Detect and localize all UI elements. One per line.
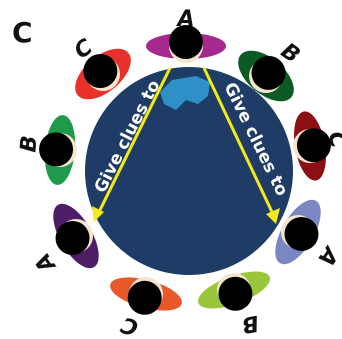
person-eye [112,78,115,81]
person-eye [106,84,109,87]
person-eye [299,151,302,154]
person-eye [82,226,85,229]
person-eye [289,222,292,225]
person-6: C [107,271,186,339]
person-1: A [146,7,226,63]
person-eye [181,56,184,59]
person-5: B [194,264,275,337]
person-eye [225,280,228,283]
person-label: A [30,248,61,278]
person-label: A [312,241,342,271]
person-label: C [323,130,342,150]
person-label: B [240,310,261,338]
person-eye [285,229,288,232]
person-hair [39,132,73,166]
person-eye [70,147,73,150]
person-label: A [175,7,194,32]
person-eye [69,154,72,157]
person-hair [128,281,162,315]
person-hair [218,277,252,311]
person-hair [56,221,90,255]
person-eye [233,277,236,280]
person-3: C [289,109,342,183]
person-label: B [16,135,42,154]
person-eye [145,281,148,284]
person-eye [86,233,89,236]
person-hair [284,217,318,251]
person-eye [255,81,258,84]
person-eye [152,284,155,287]
person-eye [297,143,300,146]
person-eye [189,56,192,59]
panel-label: C [12,16,33,49]
person-label: C [118,311,142,339]
person-8: B [16,114,78,186]
person-eye [261,86,264,89]
